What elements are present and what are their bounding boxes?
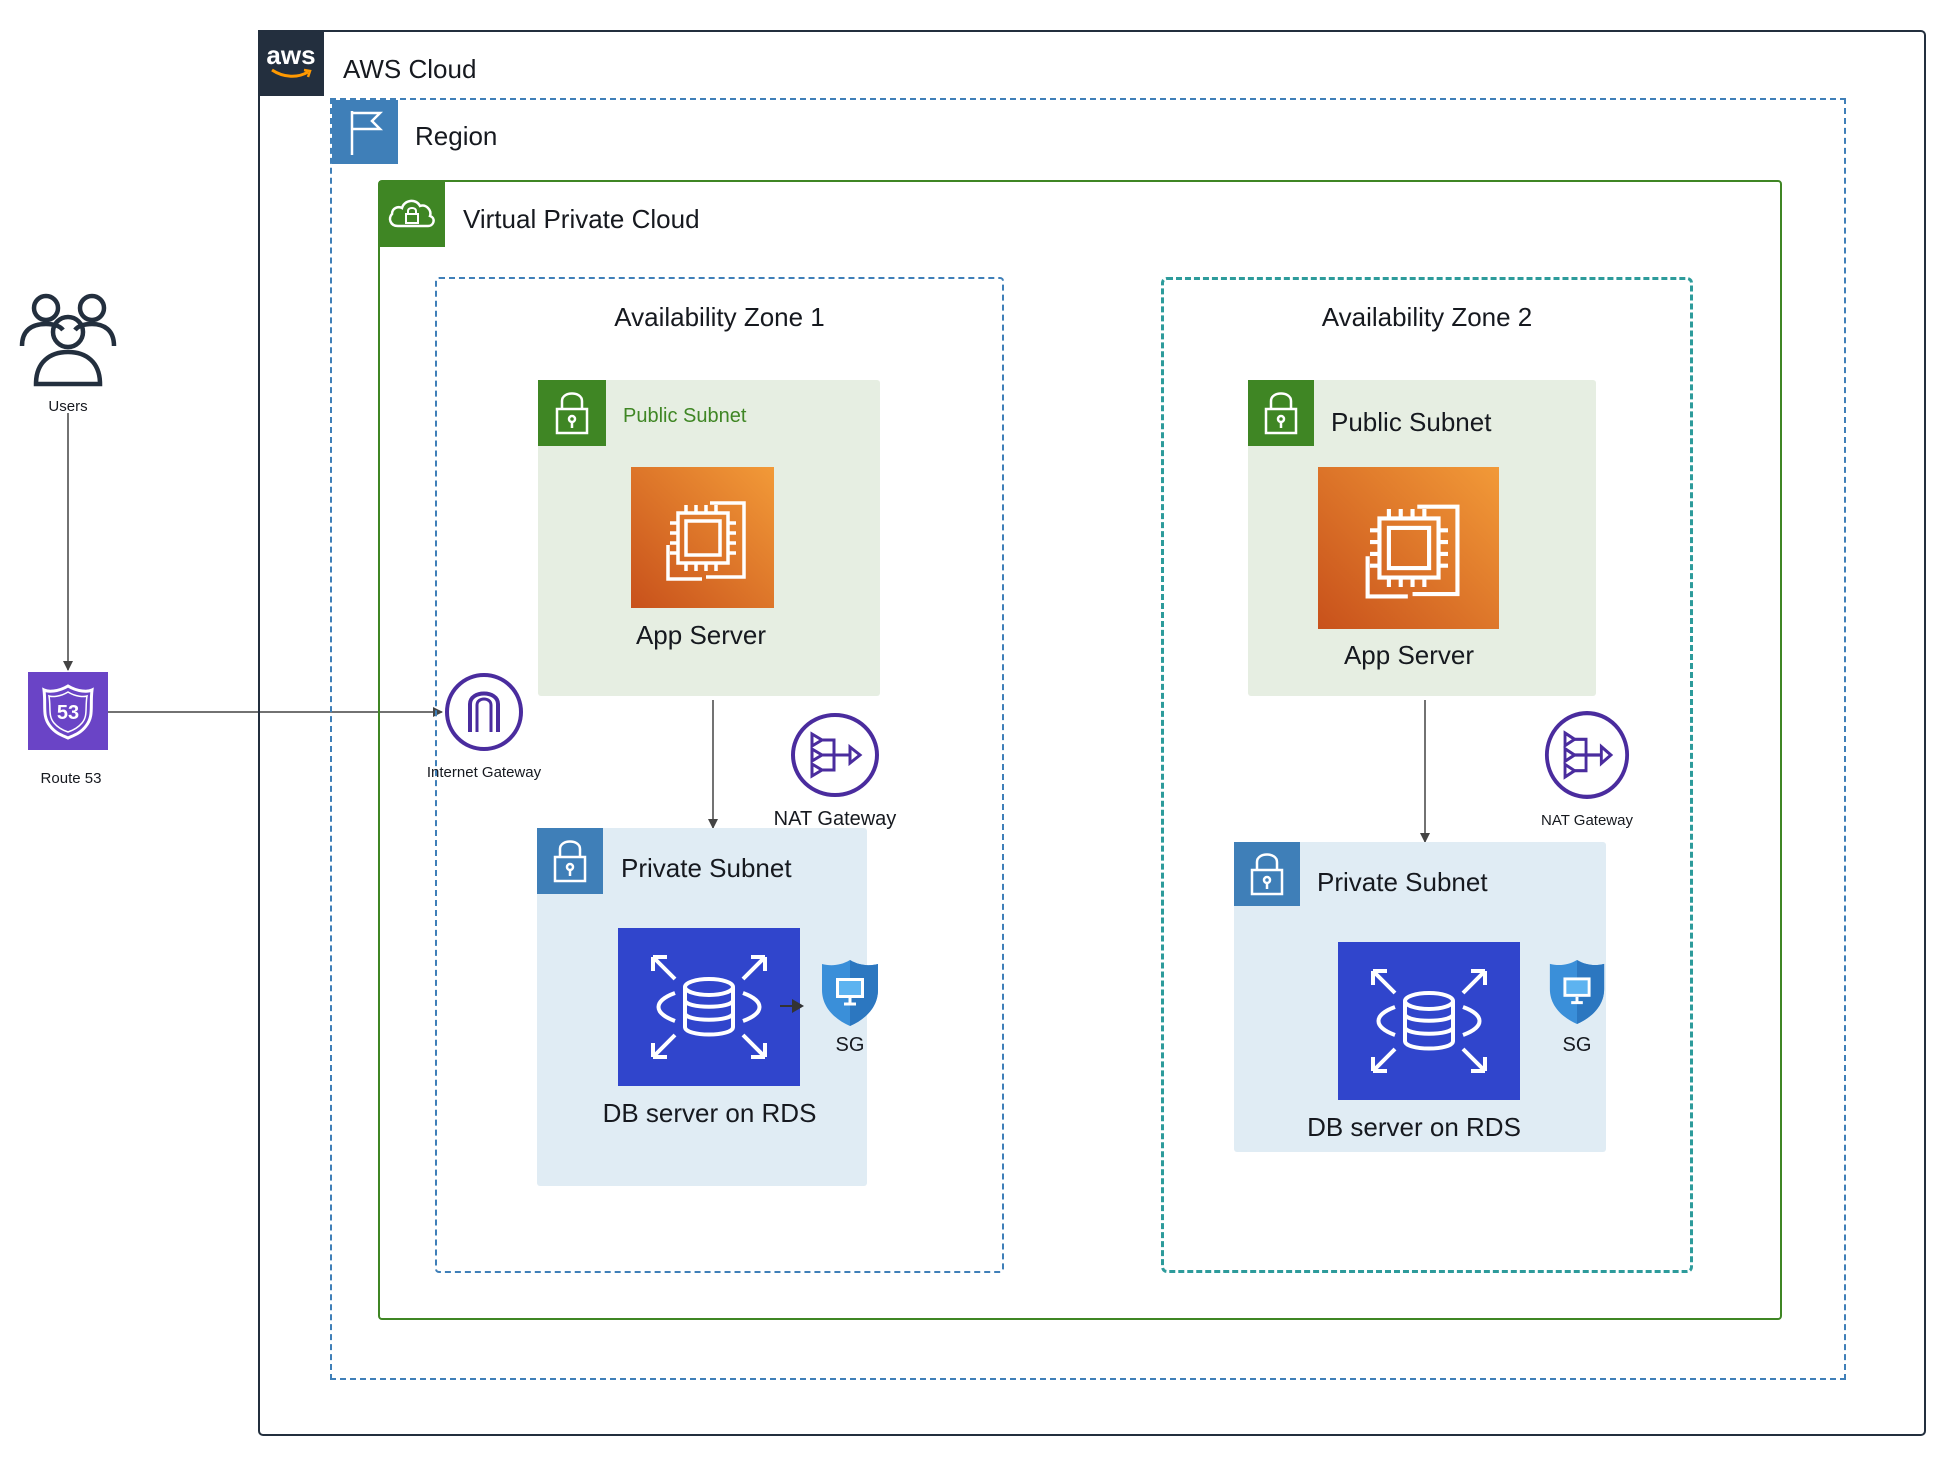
availability-zone-1 — [435, 277, 1004, 1273]
az1-rds-label: DB server on RDS — [602, 1098, 817, 1128]
az2-private-lock-icon — [1250, 853, 1284, 896]
aws-cloud-title: AWS Cloud — [343, 54, 477, 84]
region-badge — [332, 100, 398, 164]
aws-logo: aws — [258, 30, 324, 96]
route53-badge-text: 53 — [56, 701, 80, 724]
az1-db-sg-arrow — [780, 999, 804, 1013]
az1-title: Availability Zone 1 — [614, 302, 825, 332]
nat-gateway-icon — [791, 713, 879, 797]
az2-app-server-label: App Server — [1343, 640, 1475, 670]
users-node[interactable] — [16, 286, 120, 390]
az1-public-subnet-badge — [538, 380, 606, 446]
aws-logo-text: aws — [266, 40, 316, 70]
az2-public-subnet-title: Public Subnet — [1331, 407, 1492, 437]
az1-public-lock-icon — [555, 392, 589, 435]
internet-gateway-label: Internet Gateway — [426, 764, 542, 781]
users-icon — [19, 293, 117, 387]
internet-gateway-icon — [445, 673, 523, 751]
az1-nat-gateway-label: NAT Gateway — [773, 808, 897, 830]
az2-rds-label: DB server on RDS — [1307, 1112, 1521, 1142]
internet-gateway-node[interactable] — [444, 672, 524, 752]
aws-cloud-container — [258, 30, 1926, 1436]
region-title: Region — [415, 121, 498, 151]
az1-security-group-label: SG — [835, 1034, 865, 1056]
route53-shield-icon — [42, 684, 94, 740]
users-label: Users — [48, 398, 88, 415]
vpc-cloud-lock-icon — [388, 199, 435, 228]
az1-private-subnet-badge — [537, 828, 603, 894]
az2-app-server-node[interactable] — [1318, 467, 1499, 629]
az2-nat-gateway-node[interactable] — [1544, 710, 1630, 800]
security-group-shield-icon — [1549, 960, 1605, 1024]
az2-rds-node[interactable] — [1338, 942, 1520, 1100]
nat-gateway-icon — [1544, 711, 1630, 799]
az2-private-subnet-title: Private Subnet — [1317, 867, 1488, 897]
az1-private-lock-icon — [553, 840, 587, 883]
az2-security-group-label: SG — [1562, 1034, 1592, 1056]
az1-app-server-node[interactable] — [631, 467, 774, 608]
az1-rds-node[interactable] — [618, 928, 800, 1086]
region-container — [330, 98, 1846, 1380]
availability-zone-2 — [1161, 277, 1693, 1273]
vpc-container — [378, 180, 1782, 1320]
rds-database-icon — [651, 955, 767, 1059]
az2-title: Availability Zone 2 — [1321, 302, 1533, 332]
az2-public-subnet-badge — [1248, 380, 1314, 446]
vpc-badge — [379, 181, 445, 247]
security-group-shield-icon — [822, 960, 878, 1026]
ec2-instance-icon — [1365, 504, 1460, 599]
route53-node[interactable]: 53 — [28, 672, 108, 750]
route53-label: Route 53 — [40, 770, 102, 787]
rds-database-icon — [1371, 969, 1487, 1073]
az1-app-server-label: App Server — [635, 620, 767, 650]
az1-public-subnet-title: Public Subnet — [623, 405, 747, 427]
az1-private-subnet-title: Private Subnet — [621, 853, 792, 883]
az2-private-subnet-badge — [1234, 842, 1300, 906]
vpc-title: Virtual Private Cloud — [463, 204, 700, 234]
az1-nat-gateway-node[interactable] — [790, 712, 880, 798]
az1-security-group-node[interactable] — [818, 956, 882, 1028]
ec2-instance-icon — [665, 500, 746, 581]
az2-nat-gateway-label: NAT Gateway — [1541, 812, 1633, 829]
flag-icon — [350, 111, 384, 155]
aws-smile-icon — [271, 68, 312, 78]
az2-security-group-node[interactable] — [1546, 956, 1608, 1026]
az2-public-lock-icon — [1264, 392, 1298, 435]
